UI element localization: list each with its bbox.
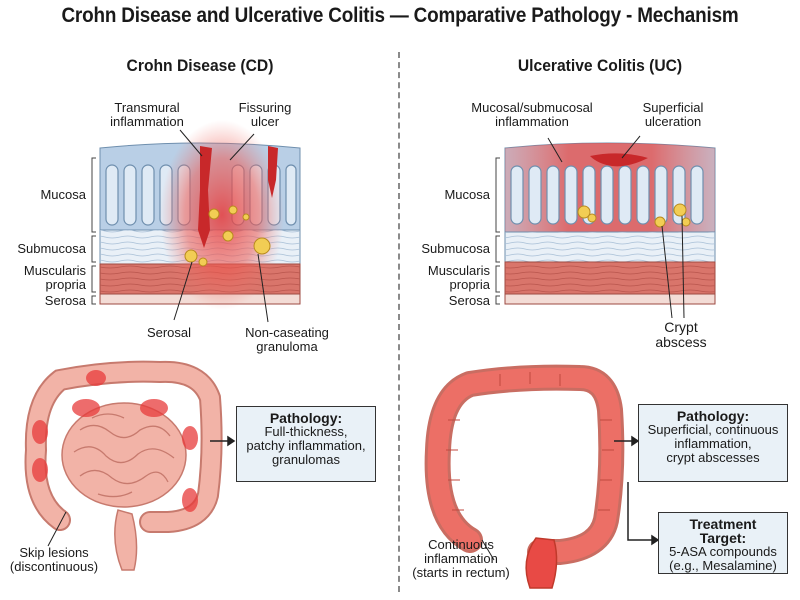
- label-non-caseating-granuloma: Non-caseating granuloma: [245, 325, 329, 354]
- uc-layer-muscularis: Muscularis propria: [427, 263, 490, 292]
- uc-arrow: [614, 435, 640, 447]
- crohn-layer-muscularis: Muscularis propria: [23, 263, 86, 292]
- continuous-callout: [481, 539, 495, 561]
- uc-tissue-block: [504, 142, 716, 305]
- uc-layer-brackets: [495, 157, 500, 305]
- crohn-layer-brackets: [91, 157, 96, 305]
- label-transmural-inflammation: Transmural inflammation: [110, 100, 184, 129]
- uc-pathology-box: Pathology: Superficial, continuous infla…: [638, 404, 788, 482]
- page-title: Crohn Disease and Ulcerative Colitis — C…: [61, 4, 739, 27]
- uc-layer-submucosa: Submucosa: [421, 241, 490, 256]
- label-superficial-ulceration: Superficial ulceration: [642, 100, 704, 129]
- label-mucosal-submucosal-inflammation: Mucosal/submucosal inflammation: [471, 100, 593, 129]
- skip-lesions-callout: [47, 511, 67, 547]
- crohn-pathology-box: Pathology: Full-thickness, patchy inflam…: [236, 406, 376, 482]
- crohn-layer-serosa: Serosa: [44, 293, 86, 308]
- label-crypt-abscess: Crypt abscess: [655, 319, 707, 350]
- label-serosal: Serosal: [146, 325, 192, 340]
- uc-heading: Ulcerative Colitis (UC): [517, 56, 683, 75]
- crohn-box-heading: Pathology:: [269, 410, 343, 426]
- treatment-connector: [627, 482, 660, 546]
- uc-box-text: Superficial, continuous inflammation, cr…: [647, 422, 779, 465]
- crohn-heading: Crohn Disease (CD): [126, 56, 274, 75]
- treatment-heading: Treatment Target:: [689, 516, 757, 546]
- label-continuous-inflammation: Continuous inflammation (starts in rectu…: [412, 537, 510, 580]
- crohn-intestine-illustration: [24, 360, 223, 571]
- crohn-tissue-block: [99, 120, 301, 310]
- treatment-text: 5-ASA compounds (e.g., Mesalamine): [669, 544, 777, 573]
- label-skip-lesions: Skip lesions (discontinuous): [9, 545, 99, 574]
- crohn-callout-lines: [173, 129, 269, 323]
- label-fissuring-ulcer: Fissuring ulcer: [238, 100, 292, 129]
- crohn-box-text: Full-thickness, patchy inflammation, gra…: [246, 424, 366, 467]
- crohn-layer-mucosa: Mucosa: [40, 187, 86, 202]
- uc-callout-lines: [547, 135, 685, 319]
- uc-colon-illustration: [424, 364, 625, 589]
- uc-layer-mucosa: Mucosa: [444, 187, 490, 202]
- uc-layer-serosa: Serosa: [448, 293, 490, 308]
- crohn-layer-submucosa: Submucosa: [17, 241, 86, 256]
- uc-box-heading: Pathology:: [676, 408, 750, 424]
- panel-divider: [398, 52, 400, 592]
- crohn-arrow: [210, 435, 236, 447]
- uc-treatment-box: Treatment Target: 5-ASA compounds (e.g.,…: [658, 512, 788, 574]
